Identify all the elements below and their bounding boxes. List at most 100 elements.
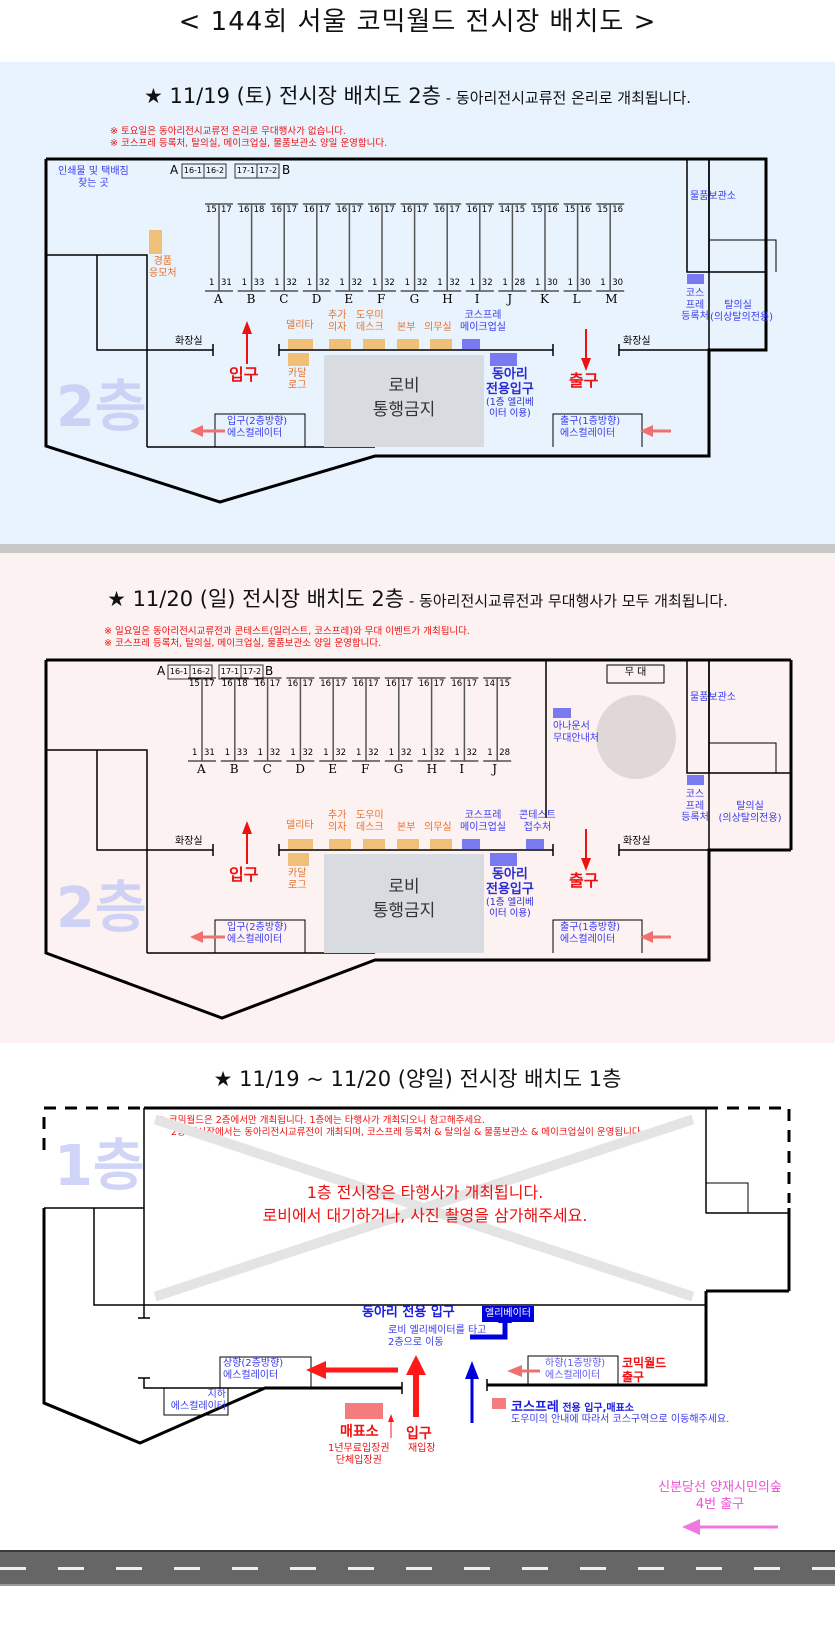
booth-number: 32 [449,278,461,288]
booth-number: 15 [499,679,511,689]
booth-number: 32 [400,748,412,758]
escalator-up-label: 상향(2층방향)에스컬레이터 [223,1358,284,1381]
booth-number: 17 [433,679,445,689]
entrance-label: 입구 [229,865,259,884]
reentry-label: 재입장 [408,1443,436,1454]
cosplay-guidance-note: 도우미의 안내에 따라서 코스구역으로 이동해주세요. [511,1414,730,1425]
storage-label: 물품보관소 [690,692,736,703]
end-booth-cell: 16-1 [169,667,189,676]
booth-number: 16 [221,679,233,689]
row-label: J [507,292,513,306]
end-booth-right-letter: B [265,664,274,678]
restroom-label: 화장실 [175,336,203,347]
row-label: I [459,762,465,776]
row-label: A [214,292,223,306]
booth-number: 30 [612,278,624,288]
booth-number: 1 [487,748,493,758]
booth-number: 1 [404,278,411,288]
booth-number: 32 [416,278,428,288]
booth-number: 16 [254,679,266,689]
booth-number: 32 [433,748,445,758]
row-label: C [262,762,272,776]
road-lane-marking [464,1567,490,1570]
end-booth-cell: 17-2 [242,667,262,676]
escalator-down-label: 하향(1층방향)에스컬레이터 [545,1358,606,1381]
booth-number: 1 [209,278,215,288]
booth-number: 16 [612,205,624,215]
booth-number: 16 [303,205,315,215]
exit-label: 출구 [569,371,599,390]
entrance-label: 입구 [406,1426,432,1442]
booth-number: 15 [206,205,217,215]
booth-number: 17 [221,205,232,215]
booth-number: 17 [384,205,395,215]
club-entrance-label: 동아리 전용입구 (1층 엘리베 이터 이용) [486,867,534,919]
road-lane-marking [0,1567,26,1570]
elevator-badge: 엘리베이터 [482,1306,534,1322]
entrance-arrow-icon [242,321,252,364]
dressing-room-label: 탈의실(의상탈의전용) [718,801,782,824]
road-lane-marking [696,1567,722,1570]
escalator-left-arrow-icon [190,931,225,943]
booth-number: 17 [400,679,412,689]
booth-number: 32 [481,278,493,288]
booth-number: 1 [306,278,313,288]
sunday-floor2-section: ★ 11/20 (일) 전시장 배치도 2층 - 동아리전시교류전과 무대행사가… [0,553,835,1043]
escalator-down-arrow-icon [507,1365,540,1377]
floor-watermark: 1층 [54,1134,145,1199]
booth-number: 32 [368,748,379,758]
medical-room-label: 의무실 [424,822,452,833]
escalator-left-arrow-icon [640,931,671,943]
road-lane-marking [290,1567,316,1570]
escalator-out-label: 출구(1층방향)에스컬레이터 [560,922,621,945]
section-title: ★ 11/19 ~ 11/20 (양일) 전시장 배치도 1층 [213,1067,622,1091]
exit-arrow-icon [581,329,591,371]
storage-label: 물품보관소 [690,191,736,202]
booth-number: 16 [434,205,446,215]
booth-number: 15 [532,205,543,215]
booth-number: 16 [353,679,364,689]
road-lane-marking [406,1567,432,1570]
row-label: D [311,292,322,306]
end-booth-left-letter: A [170,163,179,177]
booth-rows [205,203,625,292]
booth-number: 16 [451,679,463,689]
escalator-up-direction-arrow-icon [306,1361,398,1379]
row-label: F [377,292,386,306]
booth-number: 1 [372,278,378,288]
booth-number: 15 [564,205,576,215]
booth-number: 18 [253,205,265,215]
booth-number: 16 [369,205,380,215]
booth-number: 32 [286,278,298,288]
road-lane-marking [348,1567,374,1570]
row-label: H [426,762,438,776]
road-lane-marking [580,1567,606,1570]
ticket-pointer-arrow-icon [388,1414,394,1438]
booth-number: 30 [579,278,591,288]
club-entrance-label: 동아리 전용 입구 [362,1305,455,1320]
entrance-big-arrow-icon [406,1355,426,1417]
row-label: F [361,762,370,776]
booth-number: 16 [336,205,348,215]
entrance-arrow-icon [242,821,252,864]
booth-number: 18 [236,679,248,689]
road [0,1550,835,1586]
booth-number: 17 [466,679,478,689]
row-label: B [246,292,256,306]
booth-number: 28 [514,278,526,288]
cosplay-entrance-arrow-icon [465,1361,479,1423]
floor1-section: ★ 11/19 ~ 11/20 (양일) 전시장 배치도 1층 ※ 코믹월드은 … [0,1043,835,1630]
booth-number: 1 [600,278,606,288]
booth-number: 17 [318,205,330,215]
